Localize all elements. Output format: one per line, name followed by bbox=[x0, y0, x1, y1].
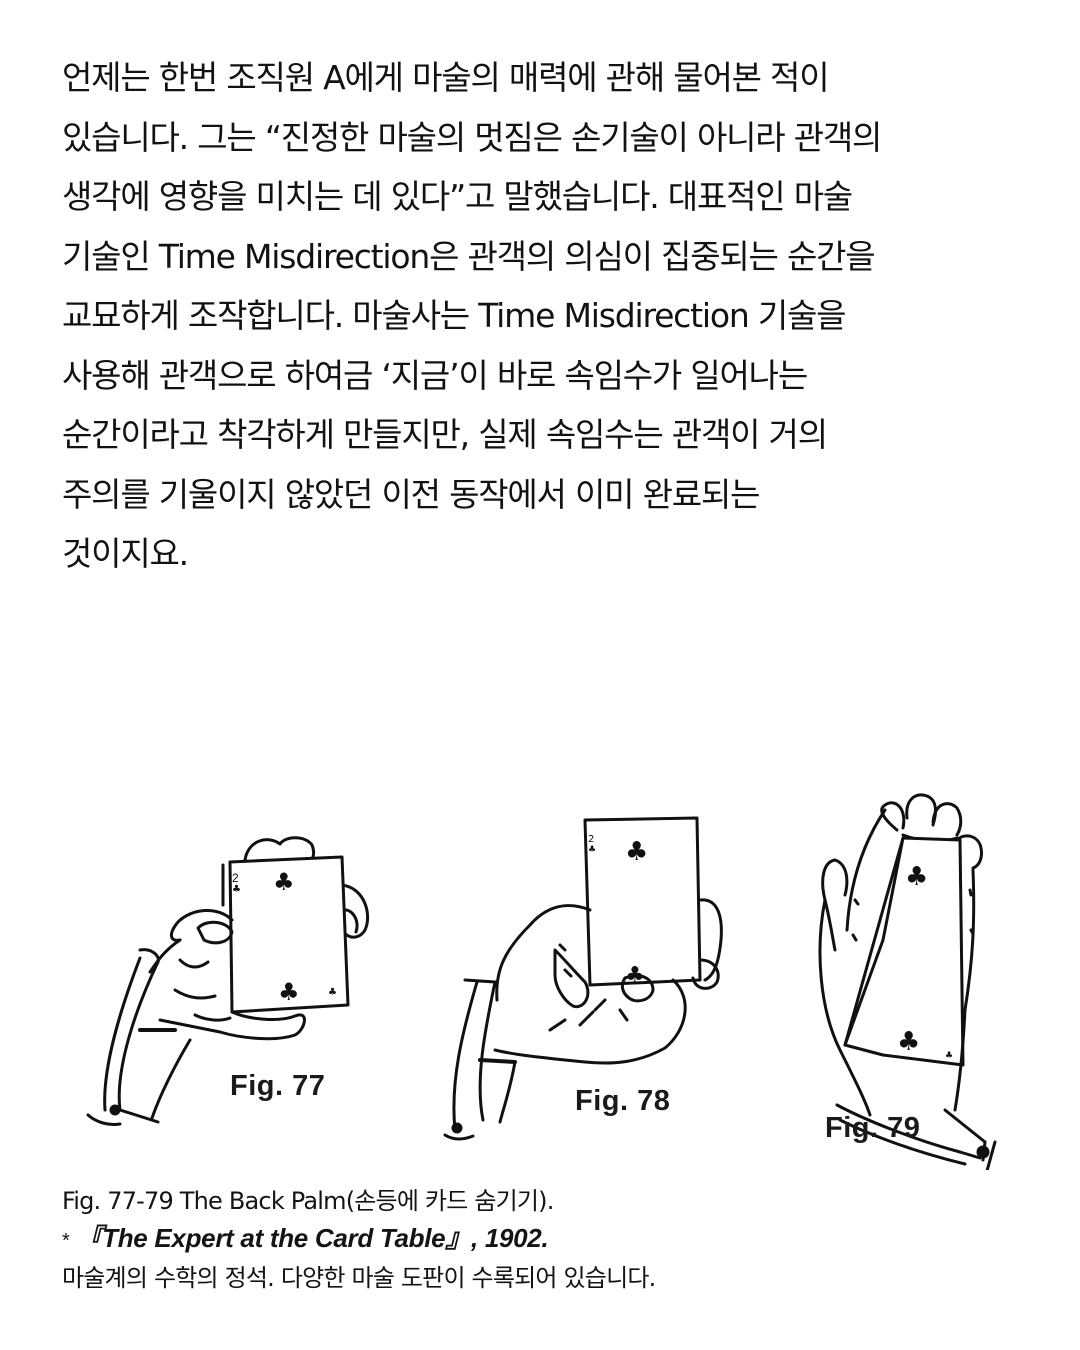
fig-78-label: Fig. 78 bbox=[575, 1085, 671, 1117]
svg-text:♣: ♣ bbox=[897, 1027, 920, 1057]
paragraph-line: 있습니다. 그는 “진정한 마술의 멋짐은 손기술이 아니라 관객의 bbox=[62, 117, 882, 157]
svg-text:♣: ♣ bbox=[232, 884, 241, 895]
paragraph-line: 기술인 Time Misdirection은 관객의 의심이 집중되는 순간을 bbox=[62, 236, 876, 276]
svg-text:♣: ♣ bbox=[273, 868, 295, 896]
paragraph-line: 주의를 기울이지 않았던 이전 동작에서 이미 완료되는 bbox=[62, 474, 760, 514]
svg-text:♣: ♣ bbox=[945, 1051, 953, 1061]
caption-source: * 『The Expert at the Card Table』, 1902. bbox=[62, 1220, 1022, 1260]
paragraph-line: 생각에 영향을 미치는 데 있다”고 말했습니다. 대표적인 마술 bbox=[62, 177, 853, 216]
paragraph-line: 순간이라고 착각하게 만들지만, 실제 속임수는 관객이 거의 bbox=[62, 415, 828, 454]
svg-text:♣: ♣ bbox=[625, 837, 648, 867]
paragraph-line: 교묘하게 조작합니다. 마술사는 Time Misdirection 기술을 bbox=[62, 296, 847, 335]
svg-text:2: 2 bbox=[588, 834, 594, 845]
source-book-title: 『The Expert at the Card Table』, 1902. bbox=[76, 1223, 549, 1253]
svg-text:2: 2 bbox=[232, 871, 239, 885]
svg-text:♣: ♣ bbox=[328, 987, 337, 998]
paragraph-line: 언제는 한번 조직원 A에게 마술의 매력에 관해 물어본 적이 bbox=[62, 58, 830, 97]
fig-77-label: Fig. 77 bbox=[230, 1070, 326, 1102]
svg-text:♣: ♣ bbox=[278, 978, 300, 1006]
footnote-asterisk: * bbox=[62, 1230, 70, 1252]
paragraph-line: 사용해 관객으로 하여금 ‘지금’이 바로 속임수가 일어나는 bbox=[62, 355, 808, 395]
caption-description: 마술계의 수학의 정석. 다양한 마술 도판이 수록되어 있습니다. bbox=[62, 1264, 656, 1292]
svg-text:♣: ♣ bbox=[588, 845, 596, 855]
caption-title: Fig. 77-79 The Back Palm(손등에 카드 숨기기). bbox=[62, 1187, 554, 1215]
article-paragraph: 언제는 한번 조직원 A에게 마술의 매력에 관해 물어본 적이 있습니다. 그… bbox=[62, 48, 1032, 584]
back-palm-illustration: 2 ♣ ♣ ♣ ♣ Fig. 77 bbox=[80, 780, 1010, 1170]
fig-77-hand-card-drawing: 2 ♣ ♣ ♣ ♣ Fig. 77 bbox=[80, 810, 390, 1130]
fig-79-hand-card-drawing: ♣ ♣ ♣ Fig. 79 bbox=[785, 780, 1010, 1170]
svg-text:♣: ♣ bbox=[905, 862, 928, 892]
paragraph-line: 것이지요. bbox=[62, 534, 189, 573]
figure-caption: Fig. 77-79 The Back Palm(손등에 카드 숨기기). * … bbox=[62, 1183, 1022, 1297]
fig-78-hand-card-drawing: 2 ♣ ♣ ♣ Fig. 78 bbox=[425, 800, 750, 1150]
fig-79-label: Fig. 79 bbox=[825, 1112, 921, 1144]
